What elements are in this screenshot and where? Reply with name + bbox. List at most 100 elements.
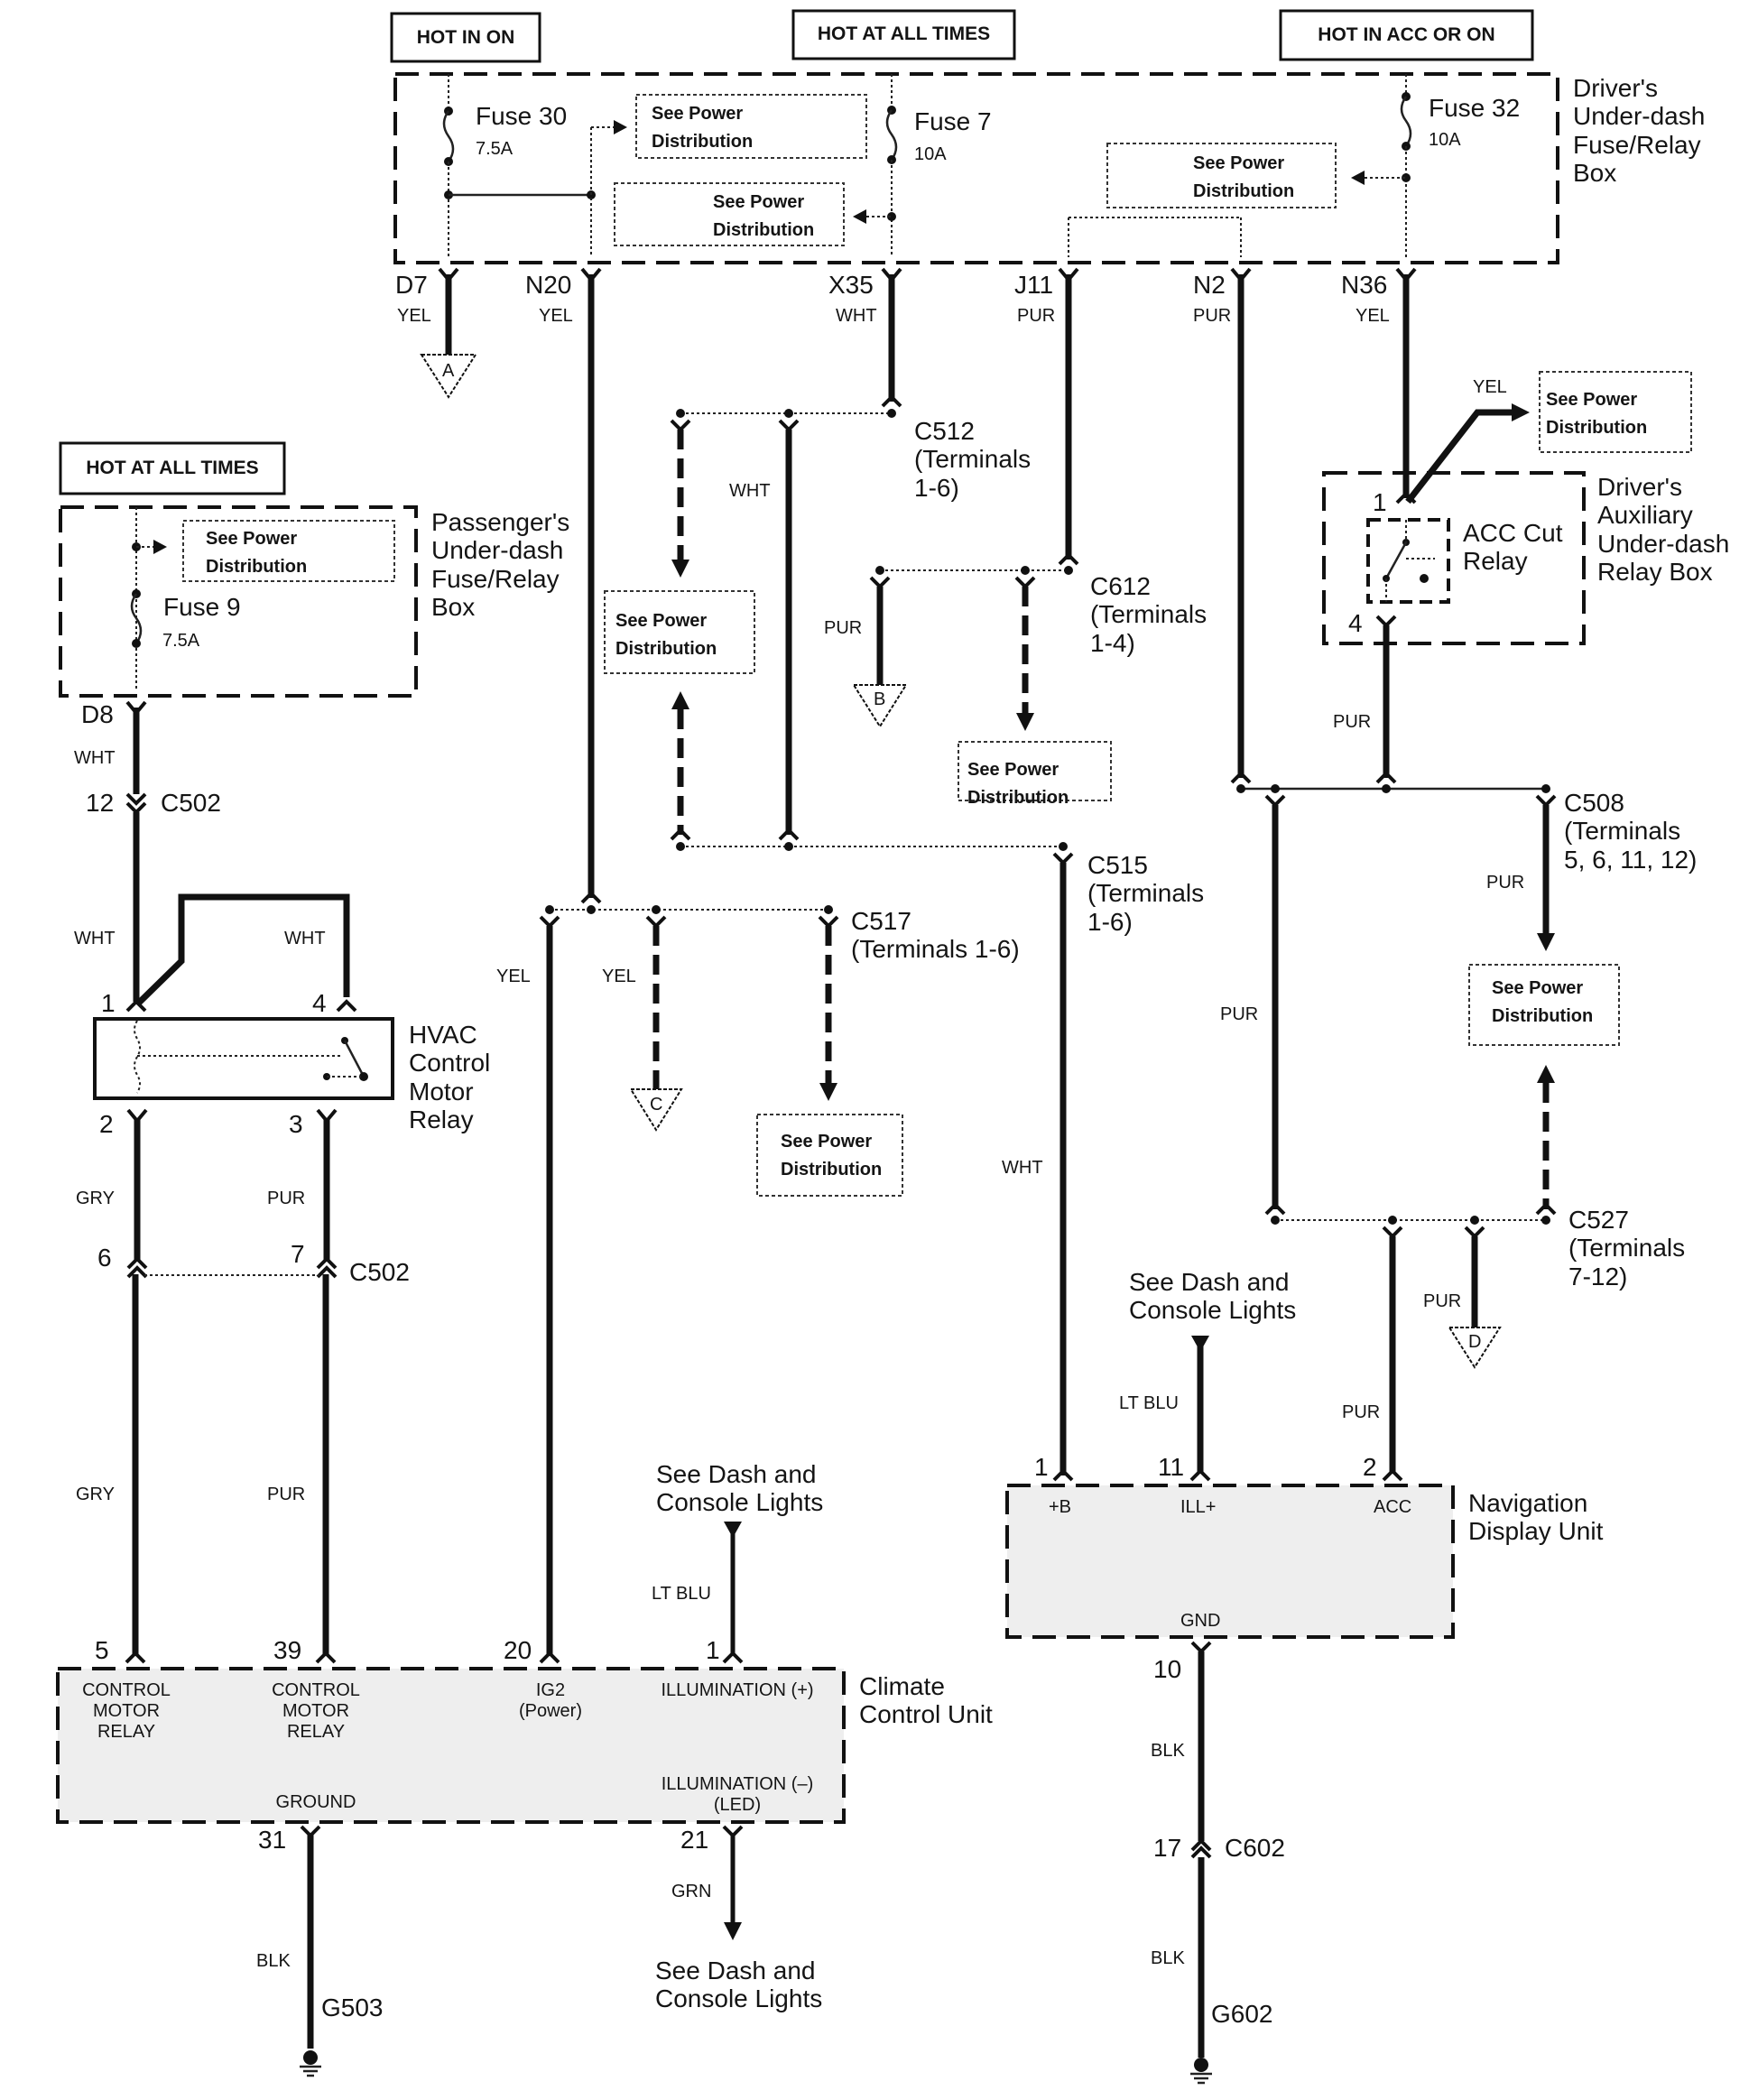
see-power-distribution-box[interactable] bbox=[635, 94, 867, 159]
offpage-connector-a[interactable] bbox=[420, 354, 477, 399]
spd-label[interactable]: See Power Distribution bbox=[1546, 390, 1648, 438]
wire-color-yel-relay: YEL bbox=[1473, 377, 1507, 397]
see-power-distribution-box[interactable] bbox=[756, 1114, 903, 1197]
climate-control-unit-box[interactable] bbox=[56, 1667, 846, 1824]
wire-color-wht-c515: WHT bbox=[1002, 1158, 1043, 1178]
wire-color-gry-2: GRY bbox=[76, 1485, 115, 1504]
fuse30-rating: 7.5A bbox=[476, 139, 514, 159]
climate-control-unit-label: Climate Control Unit bbox=[859, 1672, 993, 1729]
wire-color-n20: YEL bbox=[539, 306, 573, 326]
spd-label[interactable]: See Power Distribution bbox=[1492, 978, 1594, 1026]
ccu-func-5: CONTROL MOTOR RELAY bbox=[82, 1680, 171, 1742]
connector-c512-label: C512 (Terminals 1-6) bbox=[914, 417, 1032, 502]
wire-color-pur-left: PUR bbox=[1220, 1004, 1259, 1024]
ccu-pin-5: 5 bbox=[95, 1636, 109, 1664]
ccu-func-21: ILLUMINATION (–) (LED) bbox=[661, 1774, 814, 1815]
terminal-j11: J11 bbox=[1014, 271, 1054, 299]
hot-at-all-times-box-top bbox=[791, 9, 1016, 60]
ccu-func-31: GROUND bbox=[275, 1792, 356, 1812]
connector-c517-label: C517 (Terminals 1-6) bbox=[851, 907, 1020, 964]
offpage-connector-d[interactable] bbox=[1448, 1327, 1502, 1369]
wire-color-pur-relay: PUR bbox=[1333, 712, 1372, 732]
offpage-connector-b[interactable] bbox=[852, 684, 908, 728]
wire-color-lt-blu-ccu: LT BLU bbox=[652, 1584, 711, 1604]
see-dash-console-label[interactable]: See Dash and Console Lights bbox=[1129, 1268, 1297, 1325]
nav-pin-10: 10 bbox=[1153, 1655, 1182, 1683]
acc-cut-relay-outline bbox=[1366, 518, 1450, 604]
see-power-distribution-box[interactable] bbox=[1468, 964, 1620, 1046]
wire-color-pur-d: PUR bbox=[1423, 1291, 1462, 1311]
fuse30-name: Fuse 30 bbox=[476, 102, 568, 130]
ccu-func-1: ILLUMINATION (+) bbox=[661, 1680, 814, 1700]
ccu-pin-20: 20 bbox=[504, 1636, 532, 1664]
wire-color-n2: PUR bbox=[1193, 306, 1232, 326]
spd-label[interactable]: See Power Distribution bbox=[652, 104, 754, 152]
wire-color-d8: WHT bbox=[74, 748, 116, 768]
fuse9-symbol bbox=[130, 593, 143, 644]
passenger-fuse-box-outline bbox=[59, 505, 418, 698]
aux-relay-box-label: Driver's Auxiliary Under-dash Relay Box bbox=[1597, 473, 1730, 587]
c502-pin-12: 12 bbox=[86, 789, 115, 817]
nav-func-b: +B bbox=[1049, 1497, 1072, 1517]
see-power-distribution-box[interactable] bbox=[958, 741, 1112, 801]
arrow-down-icon bbox=[724, 1922, 742, 1940]
spd-label[interactable]: See Power Distribution bbox=[967, 760, 1069, 808]
spd-label[interactable]: See Power Distribution bbox=[713, 192, 815, 240]
see-power-distribution-box[interactable] bbox=[1539, 371, 1692, 453]
spd-label[interactable]: See Power Distribution bbox=[206, 529, 308, 577]
navigation-display-unit-box[interactable] bbox=[1005, 1484, 1455, 1639]
wire-color-pur-c508: PUR bbox=[1486, 873, 1525, 893]
hot-at-all-times-label: HOT AT ALL TIMES bbox=[817, 23, 991, 44]
acc-relay-pin-1: 1 bbox=[1373, 488, 1387, 516]
offpage-connector-c[interactable] bbox=[629, 1088, 683, 1132]
drivers-fuse-box-outline bbox=[393, 72, 1559, 264]
see-power-distribution-box[interactable] bbox=[604, 590, 755, 674]
wire-color-pur-1: PUR bbox=[267, 1189, 306, 1208]
hvac-pin-2: 2 bbox=[99, 1110, 114, 1138]
wire-color-n36: YEL bbox=[1356, 306, 1390, 326]
c502-name-top: C502 bbox=[161, 789, 221, 817]
spd-label[interactable]: See Power Distribution bbox=[615, 611, 717, 659]
wire-color-pur-c612: PUR bbox=[824, 618, 863, 638]
connector-c612-label: C612 (Terminals 1-4) bbox=[1090, 572, 1207, 657]
spd-label[interactable]: See Power Distribution bbox=[781, 1132, 883, 1180]
see-power-distribution-box[interactable] bbox=[614, 182, 845, 246]
wire-color-j11: PUR bbox=[1017, 306, 1056, 326]
output-terminal-marks bbox=[438, 267, 1417, 283]
connector-c515-label: C515 (Terminals 1-6) bbox=[1087, 851, 1205, 936]
fuse32-name: Fuse 32 bbox=[1429, 94, 1521, 122]
connector-c527-label: C527 (Terminals 7-12) bbox=[1568, 1206, 1686, 1291]
nav-pin-2: 2 bbox=[1363, 1453, 1377, 1481]
hot-in-on-label: HOT IN ON bbox=[416, 27, 515, 48]
wire-color-wht-jumper: WHT bbox=[284, 929, 326, 948]
wire-color-yel-ig2: YEL bbox=[496, 967, 531, 986]
terminal-x35: X35 bbox=[828, 271, 874, 299]
terminal-n36: N36 bbox=[1341, 271, 1388, 299]
ccu-func-39: CONTROL MOTOR RELAY bbox=[272, 1680, 360, 1742]
wire-color-grn: GRN bbox=[671, 1882, 712, 1901]
hvac-pin-3: 3 bbox=[289, 1110, 303, 1138]
spd-label[interactable]: See Power Distribution bbox=[1193, 153, 1295, 201]
terminal-d7: D7 bbox=[395, 271, 428, 299]
fuse32-rating: 10A bbox=[1429, 130, 1461, 150]
wire-color-d7: YEL bbox=[397, 306, 431, 326]
offpage-b-label: B bbox=[874, 689, 886, 709]
hvac-relay-box[interactable] bbox=[93, 1017, 394, 1100]
see-power-distribution-box[interactable] bbox=[1106, 143, 1337, 208]
nav-func-acc: ACC bbox=[1374, 1497, 1412, 1517]
see-dash-console-label[interactable]: See Dash and Console Lights bbox=[656, 1460, 824, 1517]
ccu-pin-31: 31 bbox=[258, 1826, 287, 1854]
passenger-fuse-box-label: Passenger's Under-dash Fuse/Relay Box bbox=[431, 508, 570, 622]
wire-color-blk-ccu: BLK bbox=[256, 1951, 291, 1971]
wire-color-wht-c512: WHT bbox=[729, 481, 771, 501]
see-power-distribution-box[interactable] bbox=[182, 520, 395, 582]
wire-relay-jumper-wht[interactable] bbox=[135, 893, 350, 1006]
nav-func-gnd: GND bbox=[1180, 1611, 1221, 1631]
hot-at-all-times-box-left bbox=[59, 441, 286, 495]
wire-acc-relay-yel[interactable] bbox=[1405, 409, 1512, 504]
arrow-up-icon bbox=[724, 1522, 742, 1538]
see-dash-console-label[interactable]: See Dash and Console Lights bbox=[655, 1957, 823, 2013]
hvac-relay-label: HVAC Control Motor Relay bbox=[409, 1021, 491, 1134]
ccu-pin-21: 21 bbox=[680, 1826, 709, 1854]
